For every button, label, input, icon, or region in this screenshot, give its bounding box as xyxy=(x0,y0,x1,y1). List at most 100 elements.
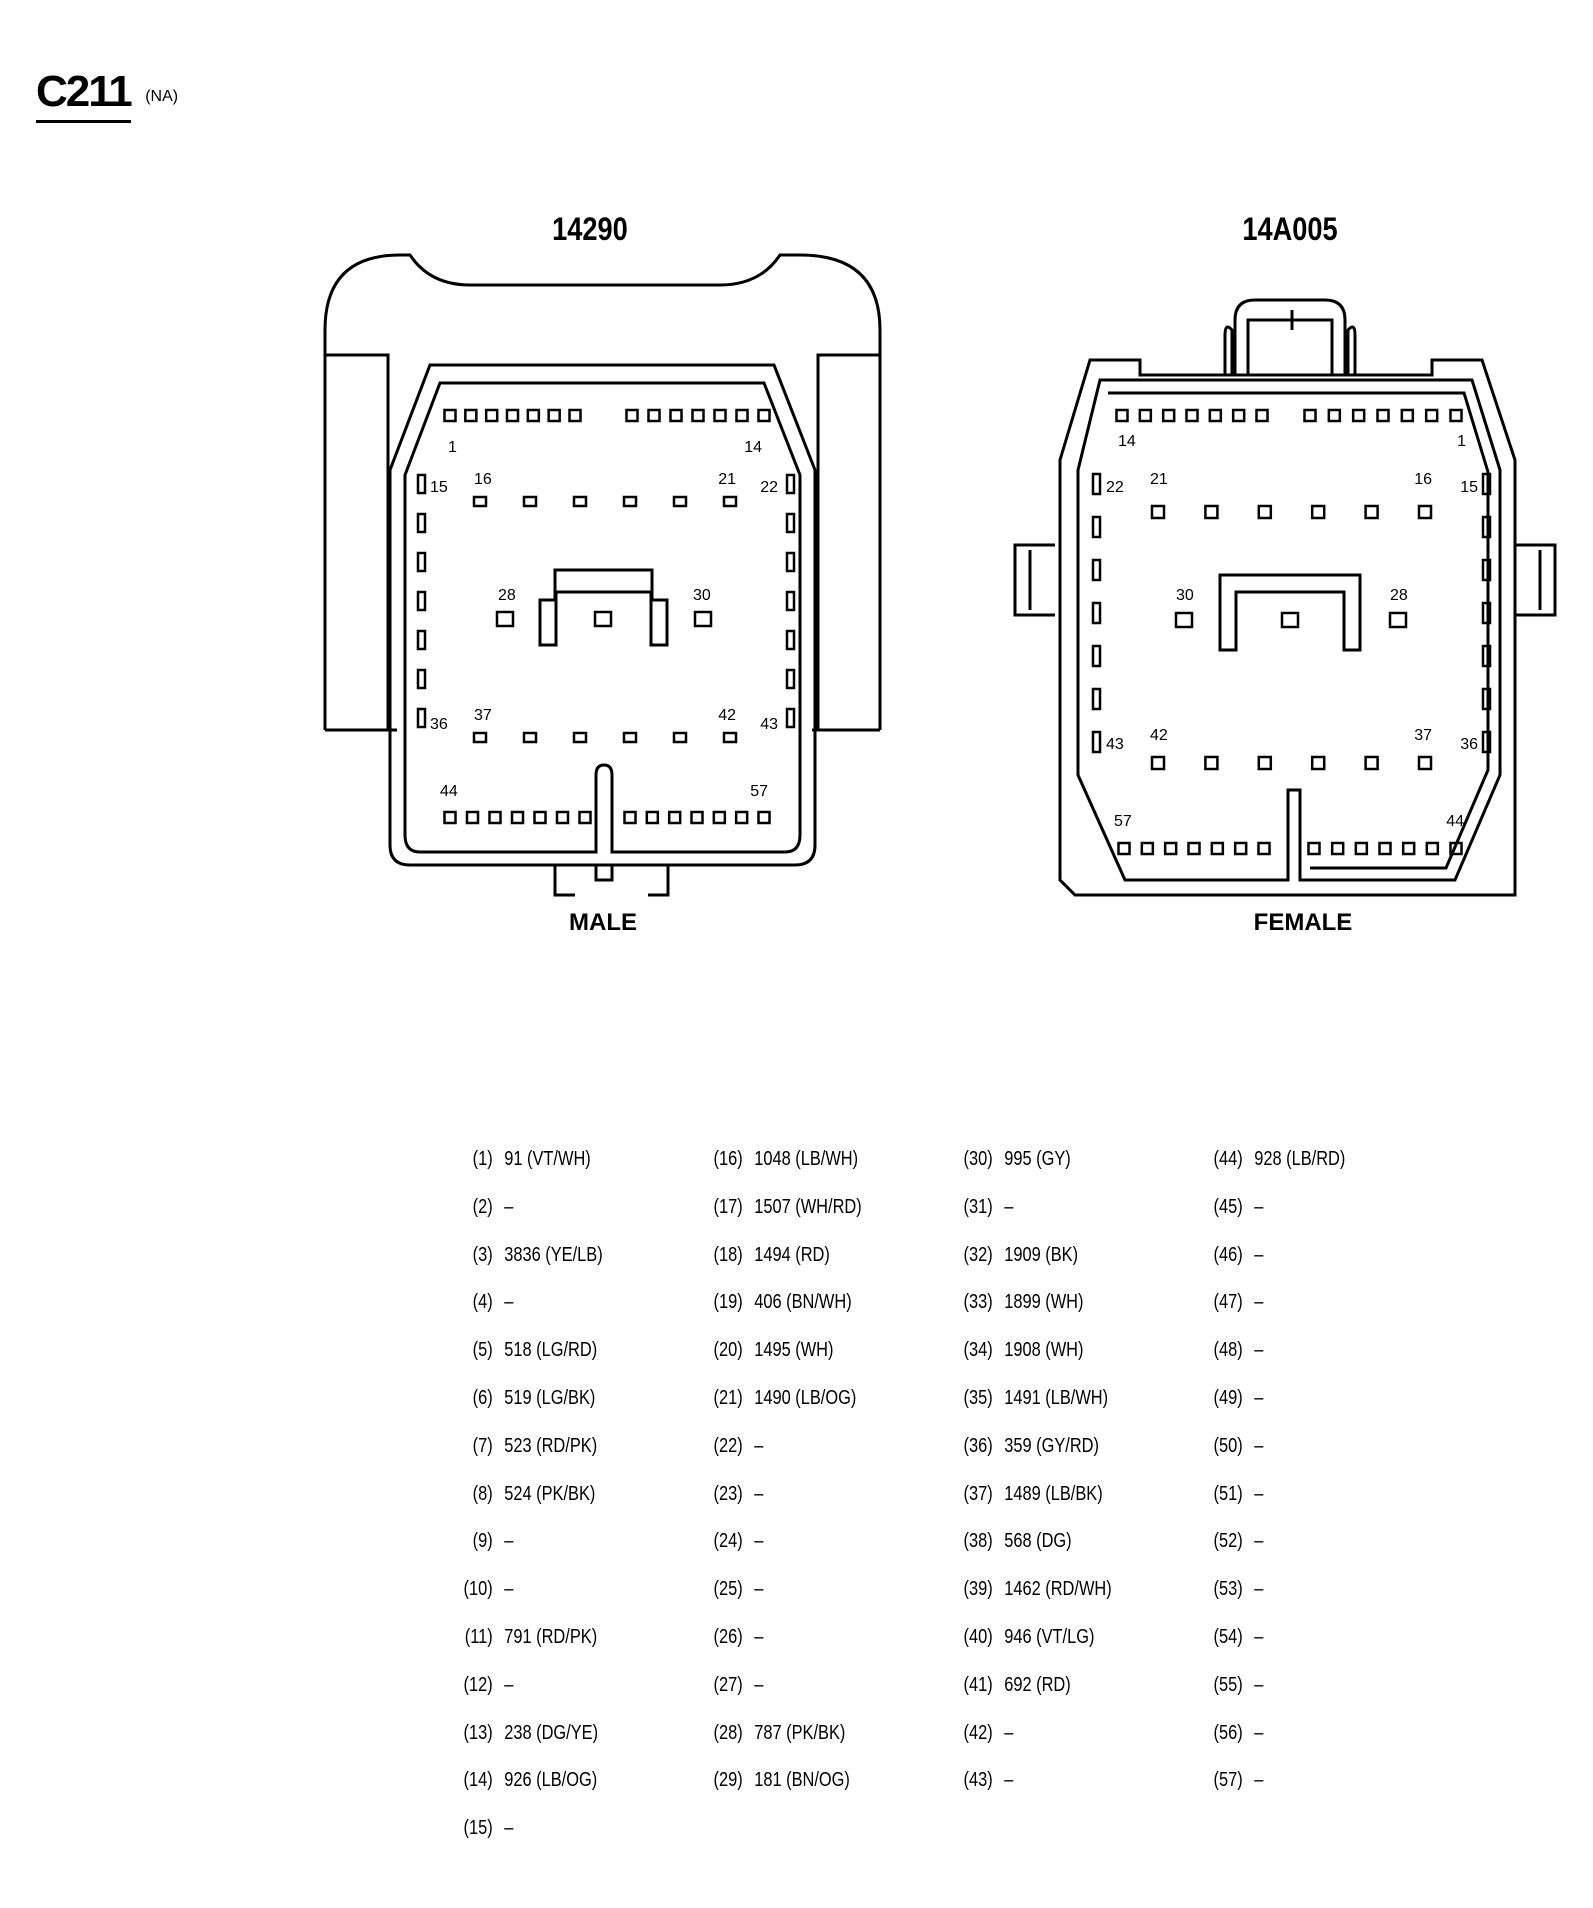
pin-circuit: – xyxy=(1254,1482,1264,1505)
cavity xyxy=(1417,504,1433,520)
cavity-label: 42 xyxy=(718,707,736,724)
cavity xyxy=(1185,408,1199,423)
pin-entry: (31)– xyxy=(955,1195,1014,1219)
cavity xyxy=(623,810,637,825)
cavity xyxy=(1091,601,1102,625)
pin-entry: (27)– xyxy=(705,1674,764,1697)
male-center-key xyxy=(538,568,669,647)
pin-number: (57) xyxy=(1213,1769,1243,1792)
pin-entry: (56)– xyxy=(1205,1722,1264,1745)
pin-number: (47) xyxy=(1213,1291,1243,1314)
pin-entry: (50)– xyxy=(1205,1435,1264,1458)
pin-circuit: – xyxy=(754,1530,764,1553)
pin-number: (24) xyxy=(713,1530,743,1553)
cavity xyxy=(785,551,796,573)
connector-note: (NA) xyxy=(145,88,179,105)
cavity-label: 30 xyxy=(1176,587,1194,604)
cavity xyxy=(690,810,704,825)
cavity xyxy=(464,408,478,423)
pin-number: (31) xyxy=(963,1195,993,1218)
cavity xyxy=(533,810,547,825)
cavity xyxy=(622,731,638,744)
cavity xyxy=(1364,504,1379,520)
pin-number: (6) xyxy=(472,1387,493,1409)
cavity xyxy=(672,495,688,508)
pin-entry: (35)1491 (LB/WH) xyxy=(955,1387,1109,1410)
pin-entry: (12)– xyxy=(455,1673,514,1697)
cavity xyxy=(416,707,427,729)
cavity xyxy=(1150,755,1166,771)
female-outer-housing xyxy=(1058,358,1517,897)
cavity xyxy=(1091,687,1102,711)
pin-entry: (52)– xyxy=(1205,1530,1264,1553)
cavity xyxy=(1140,841,1155,856)
pin-entry: (53)– xyxy=(1205,1578,1264,1601)
cavity xyxy=(722,495,738,508)
pin-circuit: – xyxy=(1254,1530,1264,1553)
connector-id: C211 xyxy=(36,70,133,123)
cavity xyxy=(1163,841,1178,856)
female-left-ear xyxy=(1013,543,1055,617)
pin-entry: (51)– xyxy=(1205,1482,1264,1506)
pin-circuit: 519 (LG/BK) xyxy=(504,1387,596,1409)
cavity xyxy=(1481,687,1492,711)
cavity xyxy=(1425,841,1440,856)
pin-circuit: – xyxy=(754,1482,764,1505)
pin-number: (36) xyxy=(963,1434,993,1457)
pin-entry: (21)1490 (LB/OG) xyxy=(705,1387,857,1410)
pin-circuit: 1462 (RD/WH) xyxy=(1004,1578,1112,1601)
cavity xyxy=(1117,841,1131,856)
cavity xyxy=(472,731,488,744)
cavity-label: 37 xyxy=(474,707,492,724)
pin-number: (9) xyxy=(472,1530,493,1553)
female-inner-outline xyxy=(1108,391,1490,870)
male-cavity-group xyxy=(416,408,796,825)
pin-circuit: – xyxy=(1004,1769,1014,1792)
cavity xyxy=(672,731,688,744)
pin-circuit: 1489 (LB/BK) xyxy=(1004,1482,1103,1505)
cavity xyxy=(416,473,427,495)
pin-number: (3) xyxy=(472,1243,493,1266)
cavity xyxy=(757,810,771,825)
pin-number: (44) xyxy=(1213,1148,1243,1170)
cavity xyxy=(526,408,541,423)
pin-circuit: – xyxy=(504,1673,514,1696)
cavity-label: 16 xyxy=(1414,471,1432,488)
pin-circuit: – xyxy=(504,1195,514,1218)
pin-entry: (39)1462 (RD/WH) xyxy=(955,1578,1112,1601)
cavity xyxy=(495,610,515,628)
pin-number: (37) xyxy=(963,1482,993,1505)
pin-entry: (29)181 (BN/OG) xyxy=(705,1769,850,1792)
cavity-label: 15 xyxy=(1460,479,1478,496)
cavity xyxy=(1231,408,1246,423)
cavity xyxy=(1280,611,1300,629)
cavity-label: 43 xyxy=(760,716,778,733)
pin-circuit: – xyxy=(1254,1673,1264,1696)
pin-entry: (17)1507 (WH/RD) xyxy=(705,1196,862,1219)
pin-circuit: 524 (PK/BK) xyxy=(504,1482,596,1505)
cavity-label: 42 xyxy=(1150,727,1168,744)
cavity xyxy=(735,408,749,423)
cavity xyxy=(1257,755,1273,771)
pin-number: (28) xyxy=(713,1721,743,1744)
cavity xyxy=(488,810,502,825)
pin-entry: (55)– xyxy=(1205,1673,1264,1697)
cavity xyxy=(713,408,727,423)
male-side-latches xyxy=(325,353,880,730)
pin-number: (8) xyxy=(472,1482,493,1505)
cavity-label: 21 xyxy=(718,471,736,488)
pin-entry: (37) 1489 (LB/BK) xyxy=(955,1483,1103,1506)
cavity-label: 44 xyxy=(1446,813,1464,830)
pin-entry: (54)– xyxy=(1205,1626,1264,1649)
cavity xyxy=(465,810,480,825)
cavity xyxy=(1481,515,1492,539)
cavity xyxy=(1091,730,1102,754)
male-gender-label: MALE xyxy=(569,909,637,936)
cavity xyxy=(1303,408,1317,423)
cavity xyxy=(1310,504,1326,520)
pin-circuit: – xyxy=(1254,1626,1264,1648)
cavity xyxy=(1091,644,1102,668)
cavity-label: 37 xyxy=(1414,727,1432,744)
male-body xyxy=(388,363,817,867)
